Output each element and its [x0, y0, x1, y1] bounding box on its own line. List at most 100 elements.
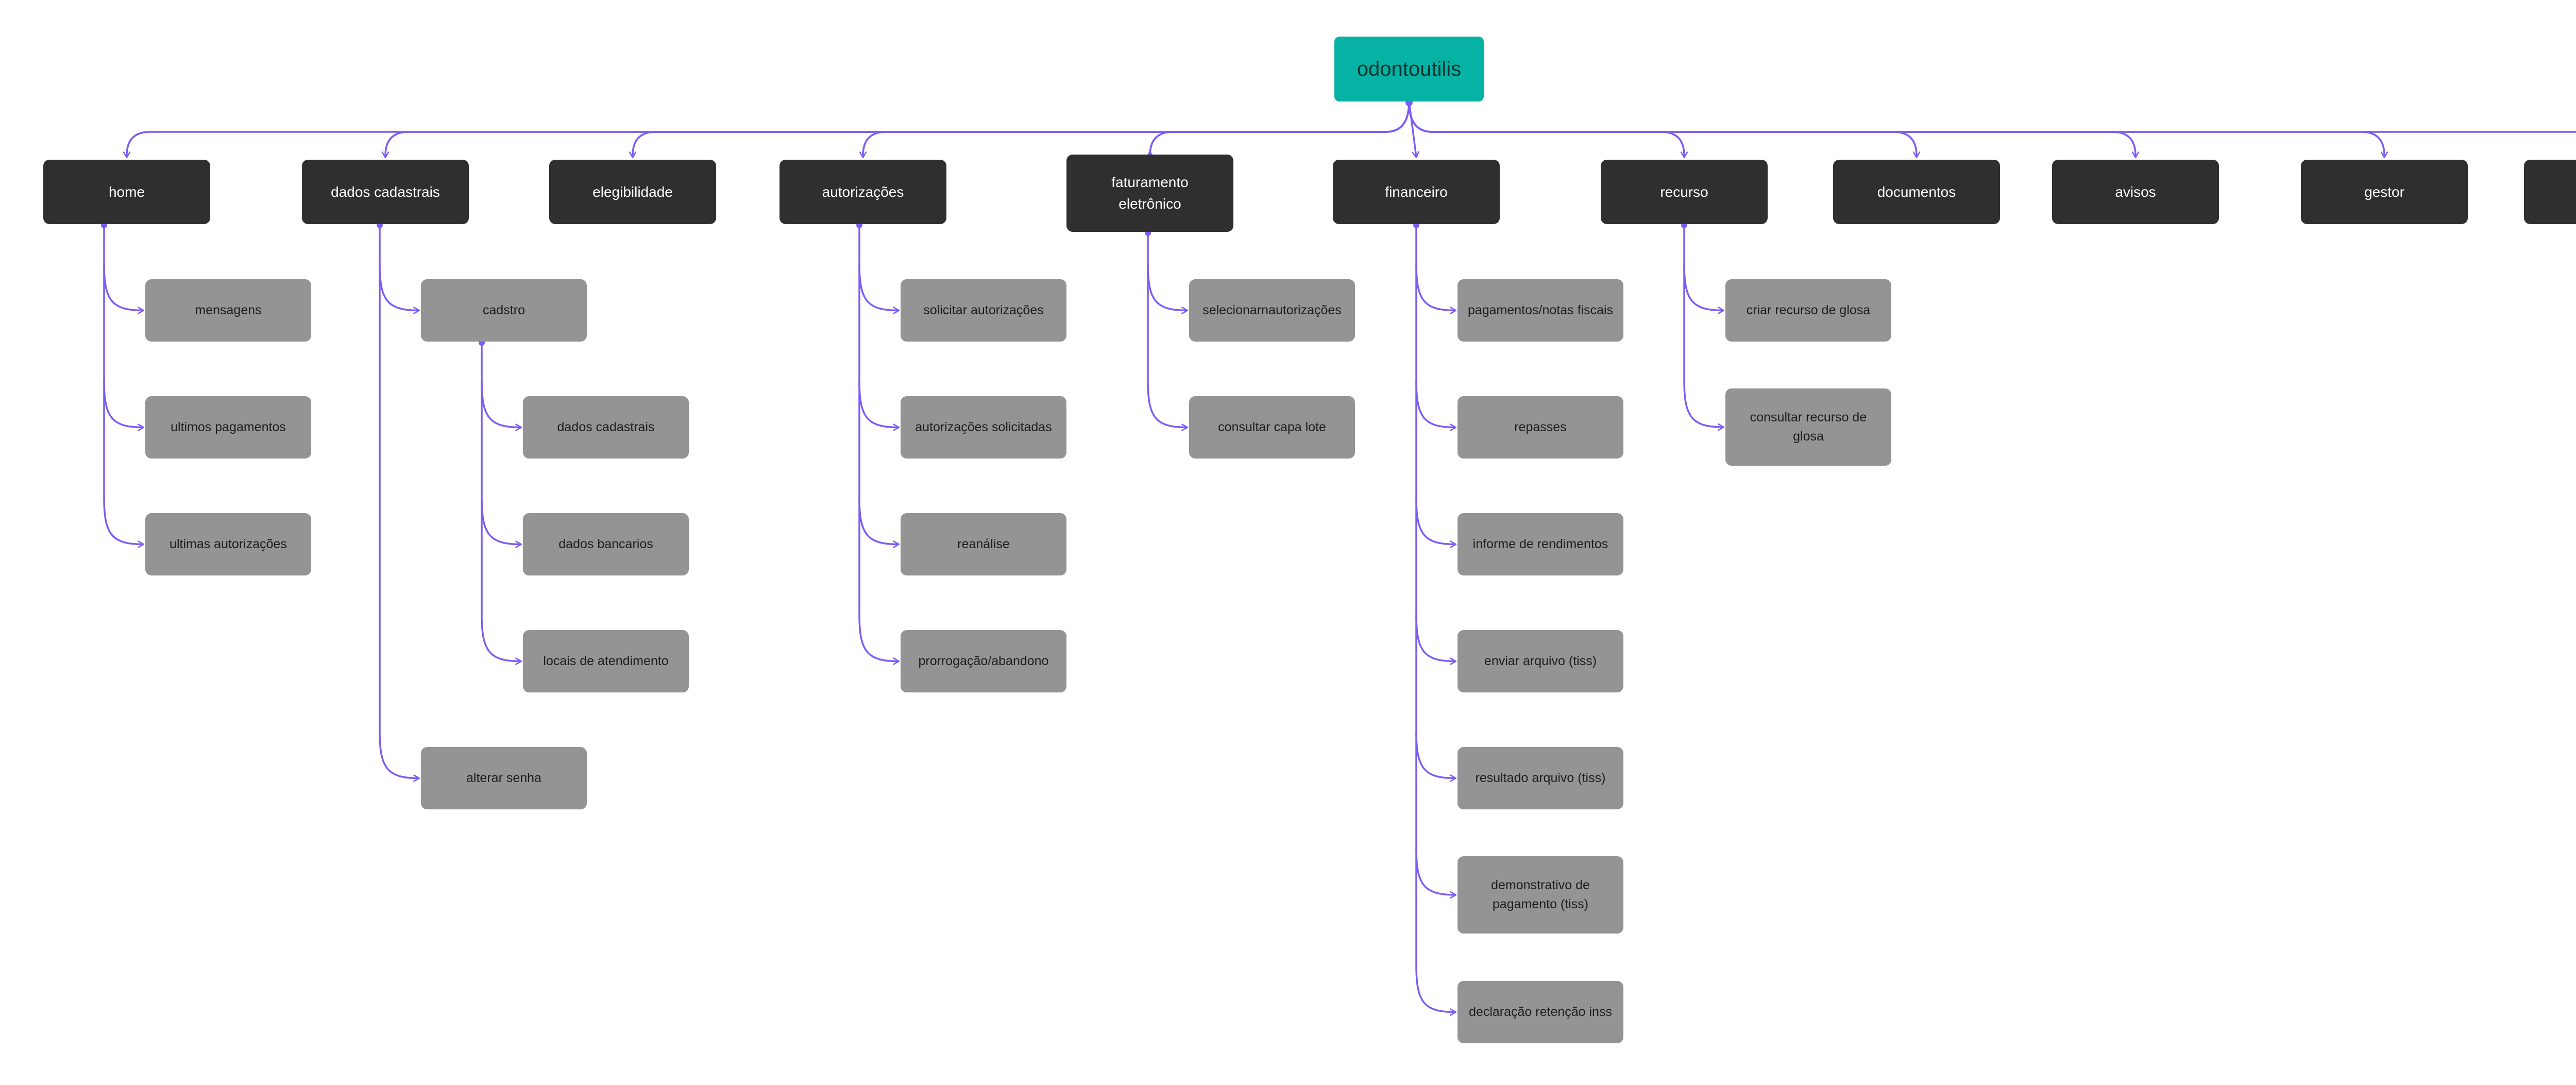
node-recurso: recurso [1601, 160, 1768, 224]
edge-recurso-to-criar-recurso-de-glosa [1683, 263, 1724, 314]
node-repasses: repasses [1458, 396, 1623, 459]
node-label-declaracao-retencao-inss: declaração retenção inss [1469, 1004, 1612, 1019]
node-solicitar-autorizacoes: solicitar autorizações [901, 279, 1066, 342]
node-label-cadstro: cadstro [483, 302, 525, 317]
node-label-autorizacoes-solicitadas: autorizações solicitadas [915, 419, 1052, 434]
edge-faturamento-eletronico-to-consultar-capa-lote [1147, 380, 1188, 431]
node-label-dados-cadastrais-sub: dados cadastrais [557, 419, 655, 434]
node-label-locais-de-atendimento: locais de atendimento [543, 653, 669, 668]
node-label-repasses: repasses [1514, 419, 1567, 434]
node-dados-bancarios: dados bancarios [523, 513, 689, 575]
edge-home-to-mensagens [103, 263, 144, 314]
edge-paths [103, 100, 2576, 1016]
node-label-home: home [108, 183, 145, 200]
edge-root-to-home [123, 100, 1410, 158]
node-label-odontoutilis: odontoutilis [1357, 58, 1462, 80]
node-label-informe-de-rendimentos: informe de rendimentos [1472, 536, 1608, 551]
edge-home-to-ultimos-pagamentos [103, 380, 144, 431]
edge-financeiro-to-informe-de-rendimentos [1415, 497, 1456, 548]
edge-home-to-ultimas-autorizacoes [103, 497, 144, 548]
edge-autorizacoes-to-solicitar-autorizacoes [858, 263, 900, 314]
node-label-gestor: gestor [2364, 183, 2404, 200]
node-tutorial: tutorial [2524, 160, 2576, 224]
edge-financeiro-to-repasses [1415, 380, 1456, 431]
node-criar-recurso-de-glosa: criar recurso de glosa [1725, 279, 1891, 342]
node-label-demonstrativo-pagamento-tiss: demonstrativo de pagamento (tiss) [1491, 877, 1590, 912]
node-label-dados-bancarios: dados bancarios [558, 536, 653, 551]
edge-root-to-faturamento-eletronico [1146, 100, 1410, 158]
node-label-selecionar-autorizacoes: selecionarnautorizações [1202, 302, 1342, 317]
node-dados-cadastrais-sub: dados cadastrais [523, 396, 689, 459]
node-pagamentos-notas-fiscais: pagamentos/notas fiscais [1458, 279, 1623, 342]
node-autorizacoes-solicitadas: autorizações solicitadas [901, 396, 1066, 459]
edge-financeiro-to-resultado-arquivo-tiss [1415, 731, 1456, 782]
node-faturamento-eletronico: faturamento eletrônico [1066, 155, 1233, 232]
node-label-autorizacoes: autorizações [822, 183, 904, 200]
node-label-faturamento-eletronico: faturamento eletrônico [1111, 174, 1189, 212]
edge-financeiro-to-pagamentos-notas-fiscais [1415, 263, 1456, 314]
node-label-avisos: avisos [2115, 183, 2156, 200]
edge-root-to-tutorial [1408, 100, 2576, 133]
edge-root-to-elegibilidade [629, 100, 1410, 158]
edge-root-to-avisos [1408, 100, 2140, 158]
edge-dados-cadastrais-to-cadstro [379, 263, 420, 314]
node-label-prorrogacao-abandono: prorrogação/abandono [918, 653, 1049, 668]
node-selecionar-autorizacoes: selecionarnautorizações [1189, 279, 1355, 342]
node-dados-cadastrais: dados cadastrais [302, 160, 469, 224]
edge-autorizacoes-to-reanalise [858, 497, 900, 548]
edge-root-to-autorizacoes [859, 100, 1410, 158]
node-mensagens: mensagens [145, 279, 311, 342]
node-ultimas-autorizacoes: ultimas autorizações [145, 513, 311, 575]
edge-root-to-dados-cadastrais [381, 100, 1410, 158]
node-reanalise: reanálise [901, 513, 1066, 575]
node-locais-de-atendimento: locais de atendimento [523, 630, 689, 692]
edge-financeiro-to-enviar-arquivo-tiss [1415, 614, 1456, 665]
node-declaracao-retencao-inss: declaração retenção inss [1458, 981, 1623, 1043]
edge-root-to-gestor [1408, 100, 2388, 158]
node-prorrogacao-abandono: prorrogação/abandono [901, 630, 1066, 692]
node-enviar-arquivo-tiss: enviar arquivo (tiss) [1458, 630, 1623, 692]
node-home: home [43, 160, 210, 224]
node-elegibilidade: elegibilidade [549, 160, 716, 224]
node-avisos: avisos [2052, 160, 2219, 224]
edge-cadstro-to-locais-de-atendimento [481, 614, 522, 665]
node-financeiro: financeiro [1333, 160, 1500, 224]
node-label-resultado-arquivo-tiss: resultado arquivo (tiss) [1475, 770, 1606, 785]
node-label-mensagens: mensagens [195, 302, 262, 317]
node-cadstro: cadstro [421, 279, 587, 342]
node-label-alterar-senha: alterar senha [466, 770, 541, 785]
node-label-solicitar-autorizacoes: solicitar autorizações [923, 302, 1044, 317]
node-resultado-arquivo-tiss: resultado arquivo (tiss) [1458, 747, 1623, 809]
node-label-enviar-arquivo-tiss: enviar arquivo (tiss) [1484, 653, 1597, 668]
node-label-ultimos-pagamentos: ultimos pagamentos [171, 419, 286, 434]
node-label-consultar-capa-lote: consultar capa lote [1218, 419, 1326, 434]
edge-faturamento-eletronico-to-selecionar-autorizacoes [1147, 263, 1188, 314]
node-consultar-capa-lote: consultar capa lote [1189, 396, 1355, 459]
node-gestor: gestor [2301, 160, 2468, 224]
node-label-elegibilidade: elegibilidade [592, 183, 673, 200]
edge-autorizacoes-to-prorrogacao-abandono [858, 614, 900, 665]
node-documentos: documentos [1833, 160, 2000, 224]
edge-dados-cadastrais-to-alterar-senha [379, 731, 420, 782]
node-label-recurso: recurso [1660, 183, 1708, 200]
node-label-consultar-recurso-de-glosa: consultar recurso de glosa [1750, 410, 1867, 444]
edge-recurso-to-consultar-recurso-de-glosa [1683, 380, 1724, 431]
edge-cadstro-to-dados-cadastrais-sub [481, 380, 522, 431]
node-label-ultimas-autorizacoes: ultimas autorizações [170, 536, 287, 551]
node-label-pagamentos-notas-fiscais: pagamentos/notas fiscais [1467, 302, 1614, 317]
edge-financeiro-to-demonstrativo-pagamento-tiss [1415, 847, 1456, 899]
node-consultar-recurso-de-glosa: consultar recurso de glosa [1725, 388, 1891, 466]
node-demonstrativo-pagamento-tiss: demonstrativo de pagamento (tiss) [1458, 856, 1623, 934]
node-odontoutilis: odontoutilis [1334, 37, 1484, 101]
node-label-financeiro: financeiro [1385, 183, 1448, 200]
node-ultimos-pagamentos: ultimos pagamentos [145, 396, 311, 459]
node-label-documentos: documentos [1877, 183, 1956, 200]
node-label-criar-recurso-de-glosa: criar recurso de glosa [1746, 302, 1871, 317]
node-autorizacoes: autorizações [779, 160, 946, 224]
node-label-reanalise: reanálise [957, 536, 1010, 551]
node-alterar-senha: alterar senha [421, 747, 587, 809]
edge-financeiro-to-declaracao-retencao-inss [1415, 964, 1456, 1016]
edge-autorizacoes-to-autorizacoes-solicitadas [858, 380, 900, 431]
